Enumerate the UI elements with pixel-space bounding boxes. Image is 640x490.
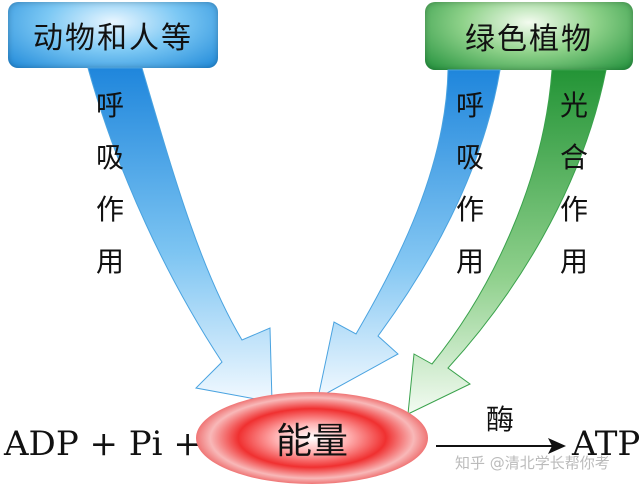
equation-right: ATP [572, 424, 640, 464]
reaction-arrow-head [548, 438, 566, 454]
plant-respiration-arrow [317, 69, 501, 399]
photosynthesis-label: 光 合 作 用 [560, 89, 589, 278]
plants-label: 绿色植物 [465, 22, 593, 57]
animals-label: 动物和人等 [33, 21, 193, 56]
energy-label: 能量 [275, 421, 348, 462]
energy-ellipse [196, 392, 428, 484]
animals-box: 动物和人等 [8, 2, 218, 68]
animal-respiration-label: 呼 吸 作 用 [96, 89, 125, 278]
plant-respiration-label: 呼 吸 作 用 [456, 89, 485, 278]
equation-left: ADP + Pi + [4, 424, 202, 464]
photosynthesis-arrow [407, 69, 607, 415]
watermark: 知乎 @清北学长帮你考 [455, 454, 610, 472]
enzyme-label: 酶 [486, 403, 515, 436]
plants-box: 绿色植物 [425, 2, 633, 70]
